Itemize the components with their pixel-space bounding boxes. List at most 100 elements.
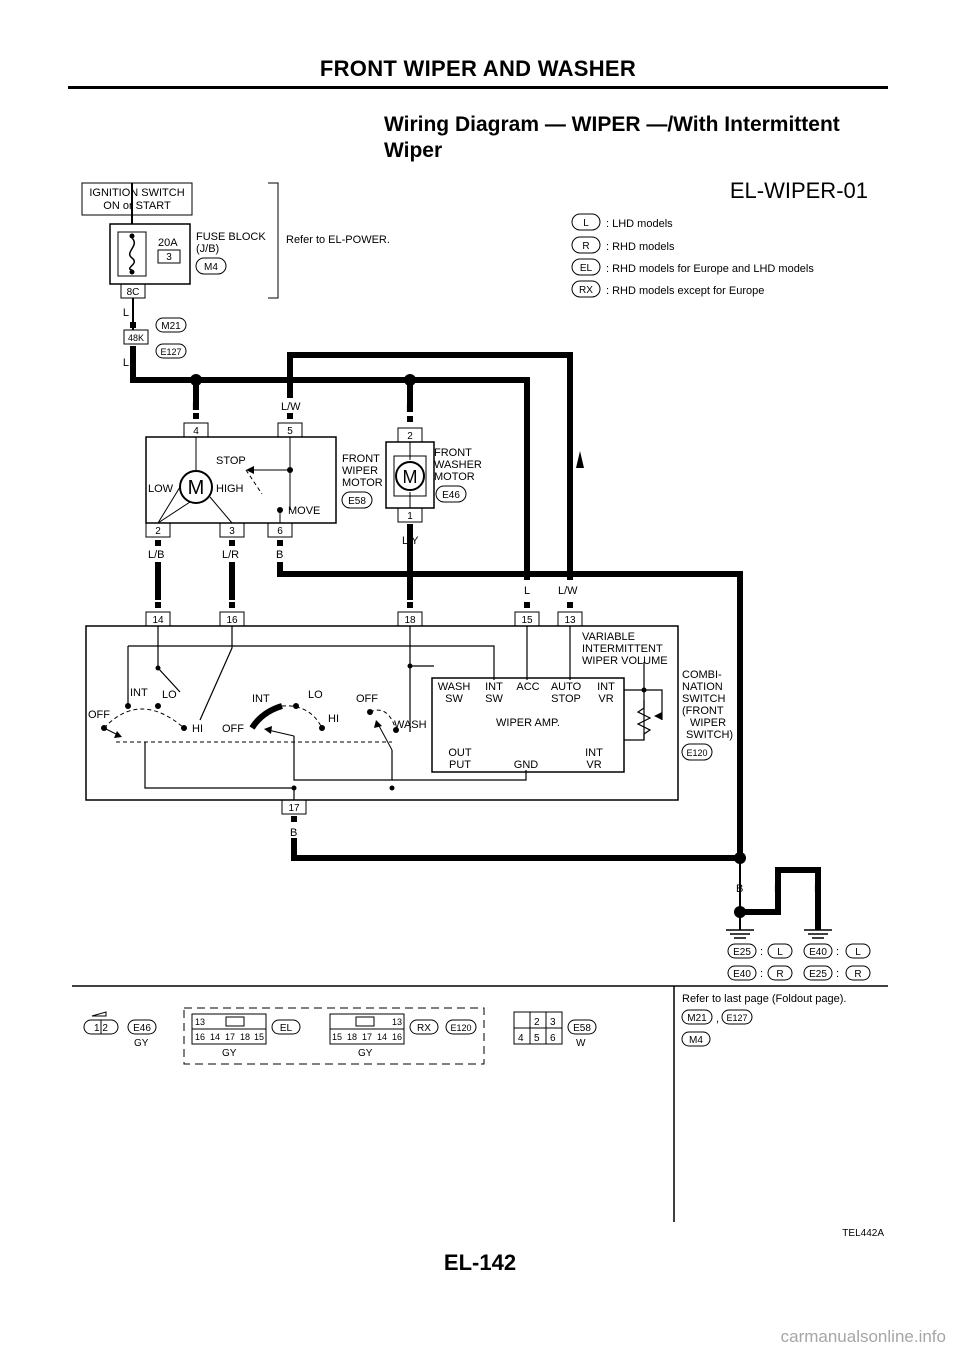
group-row: 18 [240,1032,250,1042]
wiper-wire-4: L [192,401,198,413]
diagram-title: Wiring Diagram — WIPER —/With Intermitte… [384,112,884,164]
combi-pin: 16 [226,615,238,626]
fuse-number: 3 [166,252,172,263]
wiper-high: HIGH [216,483,244,495]
sw2-off: OFF [222,723,244,735]
group2-row: 15 [332,1032,342,1042]
splice-points [190,374,746,864]
wiper-pin-2: 2 [155,526,161,537]
amp-gnd: GND [514,759,539,771]
refer-text: Refer to last page (Foldout page). [682,993,846,1005]
group2-row: 14 [377,1032,387,1042]
amp-intvr1: INT [597,681,615,693]
sw1-off: OFF [88,709,110,721]
washer-pin-top: 2 [407,431,413,442]
ref-m21: M21 [687,1013,707,1024]
wiper-pin-6: 6 [277,526,283,537]
ref-sep: , [716,1013,719,1025]
amp-auto1: AUTO [551,681,582,693]
watermark: carmanualsonline.info [780,1327,946,1346]
vr-line2: INTERMITTENT [582,643,663,655]
sw3-off: OFF [356,693,378,705]
section-title: FRONT WIPER AND WASHER [319,56,637,81]
ground-badge: L [777,947,783,958]
front-wiper-motor: L L/W 4 5 M STOP LOW HIGH MOVE 2 3 6 [145,401,383,561]
amp-int2: SW [485,693,503,705]
e46-color: GY [134,1038,149,1049]
washer-name-line2: WASHER [434,459,482,471]
joint-wire-top: L [123,307,129,319]
legend-text: : RHD models for Europe and LHD models [606,263,814,275]
fuse-block: 20A 3 8C FUSE BLOCK (J/B) M4 Refer to EL… [109,182,390,299]
combi-wire-13: L/W [558,585,578,597]
ground-conn: E40 [809,947,827,958]
wiper-connector: E58 [348,496,366,507]
motor-icon [395,461,425,491]
foldout-reference: Refer to last page (Foldout page). M21 ,… [681,993,846,1047]
fuse-terminal: 8C [127,287,140,298]
washer-name-line3: MOTOR [434,471,475,483]
combination-switch: L L/W 14 16 18 15 13 [85,585,733,839]
ground-badge: R [776,969,783,980]
washer-pin-bottom: 1 [407,511,413,522]
ground-conn: E25 [809,969,827,980]
combi-pin: 14 [152,615,164,626]
wiper-pin-3: 3 [229,526,235,537]
ground-sep: : [836,968,839,980]
joint-terminal: 48K [128,333,144,343]
group-color: GY [222,1048,237,1059]
combi-name-line2: NATION [682,681,723,693]
e58-row1: 2 [534,1017,540,1028]
sw3-wash: WASH [394,719,427,731]
wiper-stop: STOP [216,455,246,467]
amp-intvr3: INT [585,747,603,759]
e46-name: E46 [133,1023,151,1034]
combi-pin-17: 17 [288,803,300,814]
legend-badge: L [583,218,589,229]
combi-pin: 18 [404,615,416,626]
wiper-wire-5: L/W [281,401,301,413]
wiper-wire-2: L/B [148,549,165,561]
ground-conn: E25 [733,947,751,958]
e58-color: W [576,1038,586,1049]
combi-name-line6: SWITCH) [686,729,733,741]
wiper-move: MOVE [288,505,320,517]
fuse-block-line1: FUSE BLOCK [196,231,266,243]
combi-name-line1: COMBI- [682,669,722,681]
group2-color: GY [358,1048,373,1059]
arrow-icon [576,451,584,468]
group-badge: EL [280,1023,293,1034]
connector-e46: 1 2 E46 GY [83,1011,157,1049]
group2-row: 16 [392,1032,402,1042]
e58-row2: 6 [550,1033,556,1044]
amp-intvr4: VR [586,759,601,771]
legend-text: : RHD models [606,241,675,253]
ground-sep: : [760,968,763,980]
e58-row2: 5 [534,1033,540,1044]
ground-badge: L [855,947,861,958]
wiper-wire-3: L/R [222,549,239,561]
joint-conn1: M21 [161,321,181,332]
diagram-title-line2: Wiper [384,139,443,162]
ground-badge: R [854,969,861,980]
sw1-int: INT [130,687,148,699]
amp-name: WIPER AMP. [496,717,560,729]
e46-pins: 1 2 [94,1023,108,1034]
figure-id: TEL442A [842,1228,884,1239]
joint-connector: L 48K M21 E127 L [123,298,187,374]
front-washer-motor: L 2 M 1 L/Y FRONT WASHER MOTOR E46 [385,403,482,547]
vr-line1: VARIABLE [582,631,635,643]
ignition-line2: ON or START [103,200,171,212]
combi-wire-17: B [290,827,297,839]
e58-row1: 3 [550,1017,556,1028]
group-row: 16 [195,1032,205,1042]
wiper-pin-5: 5 [287,426,293,437]
amp-auto2: STOP [551,693,581,705]
washer-connector: E46 [442,490,460,501]
wiper-name-line2: WIPER [342,465,378,477]
legend-badge: RX [579,285,593,296]
group-row: 15 [254,1032,264,1042]
amp-acc: ACC [516,681,539,693]
washer-name-line1: FRONT [434,447,472,459]
fuse-block-line2: (J/B) [196,243,219,255]
